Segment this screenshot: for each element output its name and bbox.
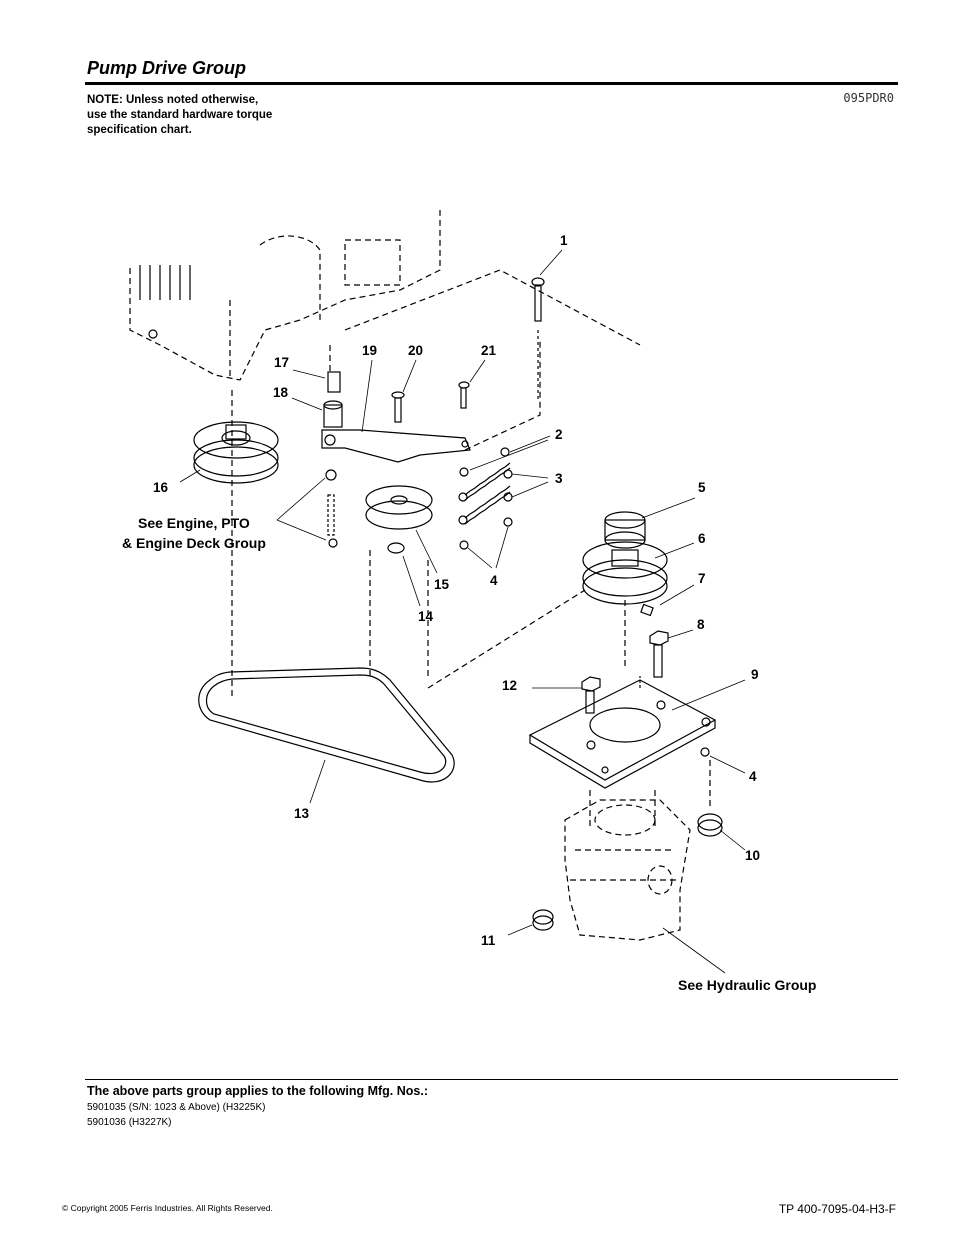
- engine-fins: [139, 265, 191, 339]
- drive-belt-part-13: [198, 589, 586, 783]
- callout-6: 6: [698, 531, 706, 546]
- mfg-number-1: 5901035 (S/N: 1023 & Above) (H3225K): [87, 1102, 266, 1113]
- callout-3: 3: [555, 471, 563, 486]
- callout-12: 12: [502, 678, 517, 693]
- callout-16: 16: [153, 480, 169, 495]
- engine-ref-line-1: See Engine, PTO: [138, 515, 250, 531]
- callout-10: 10: [745, 848, 760, 863]
- exploded-parts-diagram: 1 2 3 4 5 6 7 8 9 4 10 11 12 13 14 15 16…: [122, 210, 816, 993]
- callout-19: 19: [362, 343, 377, 358]
- nut-part-14: [387, 542, 405, 554]
- document-number: TP 400-7095-04-H3-F: [778, 1202, 896, 1216]
- header-rule: [85, 82, 898, 85]
- callout-8: 8: [697, 617, 705, 632]
- page-title: Pump Drive Group: [87, 58, 247, 78]
- nut-part-10: [697, 813, 723, 837]
- callout-11: 11: [481, 933, 496, 948]
- callout-7: 7: [698, 571, 706, 586]
- idler-bracket-part-19: [321, 429, 471, 463]
- idler-pulley-part-15: [365, 485, 433, 530]
- pulley-part-6: [582, 541, 668, 670]
- applies-heading: The above parts group applies to the fol…: [87, 1084, 428, 1098]
- frame-outline: [344, 269, 641, 346]
- callout-9: 9: [751, 667, 759, 682]
- mfg-number-2: 5901036 (H3227K): [87, 1117, 172, 1128]
- bolt-part-8: [649, 630, 669, 678]
- callout-4b: 4: [749, 769, 757, 784]
- spacer-parts-17-18: [323, 371, 343, 428]
- callout-18: 18: [273, 385, 289, 400]
- torque-note: NOTE: Unless noted otherwise, use the st…: [87, 93, 272, 138]
- engine-outline: [129, 210, 441, 700]
- nut-part-11: [532, 909, 554, 931]
- key-part-7: [640, 603, 654, 617]
- copyright: © Copyright 2005 Ferris Industries. All …: [62, 1203, 273, 1213]
- hub-part-5: [604, 511, 646, 549]
- callout-5: 5: [698, 480, 706, 495]
- callout-14: 14: [418, 609, 434, 624]
- callout-17: 17: [274, 355, 289, 370]
- callout-4: 4: [490, 573, 498, 588]
- bolt-part-20: [391, 391, 405, 423]
- callout-20: 20: [408, 343, 423, 358]
- bolt-part-1: [531, 277, 545, 400]
- drawing-code: 095PDR0: [843, 91, 894, 105]
- bolt-part-21: [458, 381, 470, 409]
- note-line-3: specification chart.: [87, 124, 192, 136]
- callout-15: 15: [434, 577, 450, 592]
- hydraulic-ref: See Hydraulic Group: [678, 977, 816, 993]
- springs-part-3: [458, 462, 513, 525]
- callout-1: 1: [560, 233, 568, 248]
- callout-2: 2: [555, 427, 563, 442]
- bolt-part-12: [581, 676, 601, 714]
- callout-13: 13: [294, 806, 310, 821]
- note-line-1: NOTE: Unless noted otherwise,: [87, 94, 259, 106]
- footer-rule: [85, 1079, 898, 1080]
- engine-ref-line-2: & Engine Deck Group: [122, 535, 266, 551]
- hydraulic-pump-outline: [564, 760, 711, 941]
- note-line-2: use the standard hardware torque: [87, 109, 273, 121]
- callout-21: 21: [481, 343, 497, 358]
- pulley-part-16: [193, 421, 279, 484]
- mounting-plate-part-9: [528, 676, 717, 789]
- leader-lines: [179, 249, 746, 974]
